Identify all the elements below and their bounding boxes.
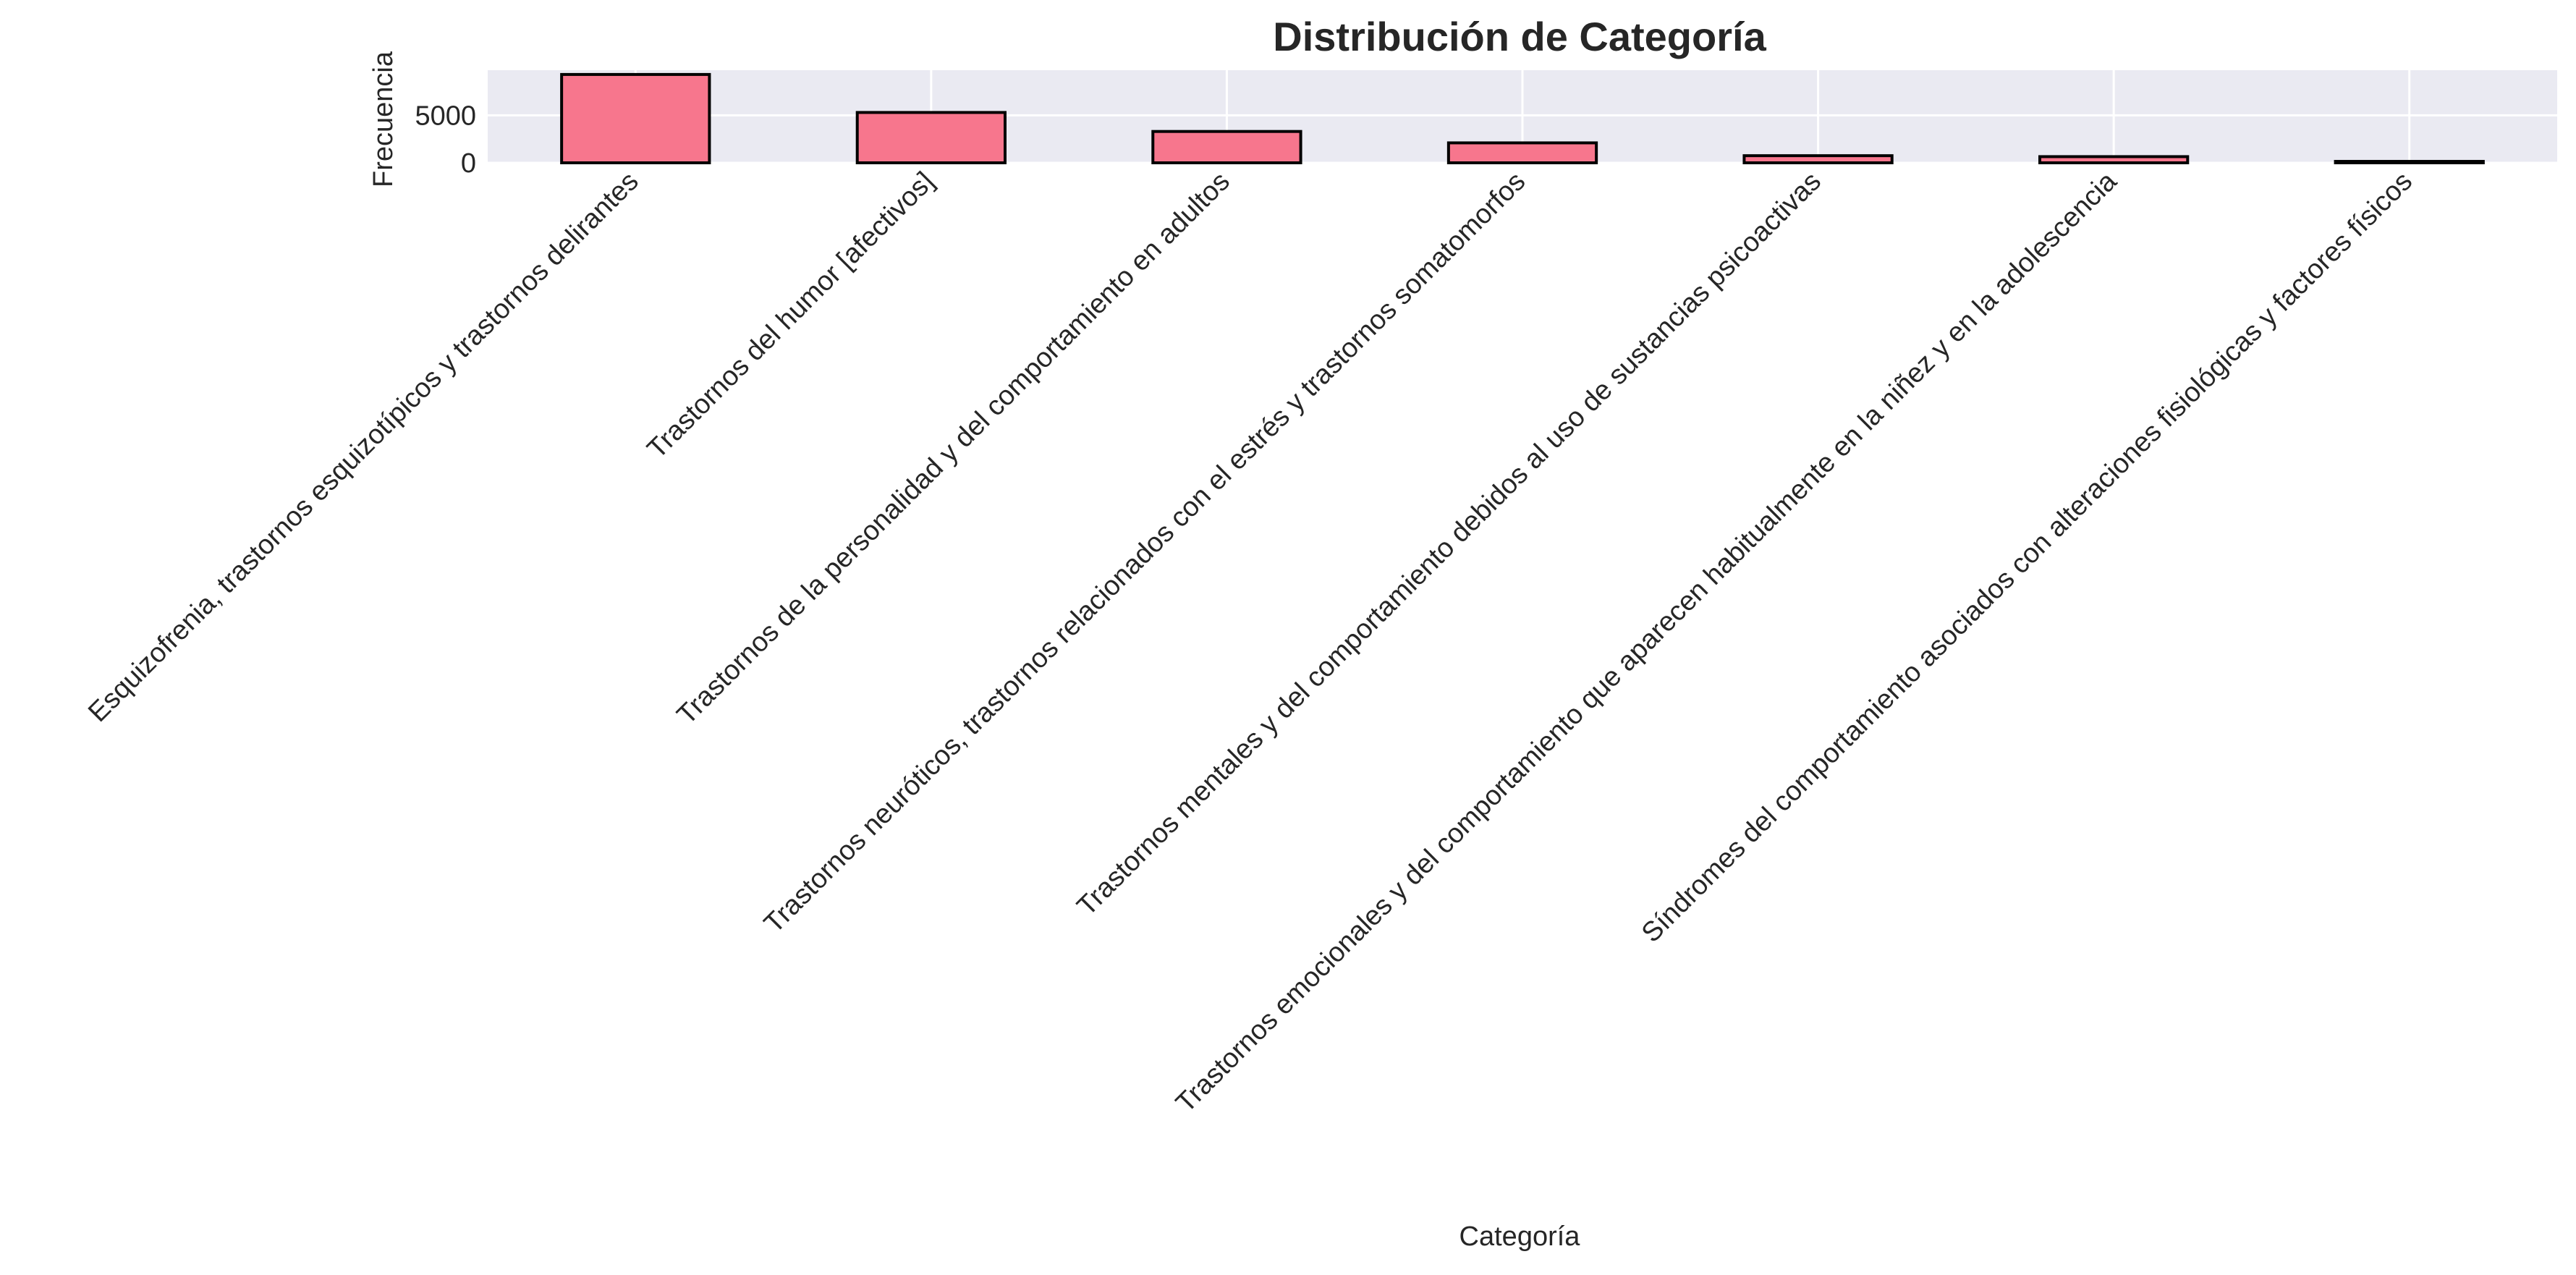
x-axis-ticks: Esquizofrenia, trastornos esquizotípicos… xyxy=(82,166,2418,1119)
bar xyxy=(2334,160,2485,164)
x-tick-label: Trastornos de la personalidad y del comp… xyxy=(671,166,1236,731)
bar xyxy=(1742,154,1894,164)
bars xyxy=(560,72,2485,165)
y-axis-ticks: 0 5000 xyxy=(415,101,476,179)
bar xyxy=(560,72,711,164)
x-tick-label: Trastornos emocionales y del comportamie… xyxy=(1170,166,2123,1119)
bar xyxy=(855,111,1007,165)
x-tick-label: Síndromes del comportamiento asociados c… xyxy=(1636,166,2418,949)
x-tick-label: Trastornos neuróticos, trastornos relaci… xyxy=(758,166,1531,939)
bar xyxy=(2038,155,2190,164)
y-tick-label: 5000 xyxy=(415,101,476,131)
y-axis-label: Frecuencia xyxy=(368,51,399,187)
x-tick-label: Trastornos del humor [afectivos] xyxy=(642,166,941,465)
x-axis-label: Categoría xyxy=(1459,1221,1581,1252)
bar xyxy=(1446,141,1598,165)
bar xyxy=(1151,130,1302,165)
x-tick-label: Trastornos mentales y del comportamiento… xyxy=(1072,166,1827,922)
chart-title: Distribución de Categoría xyxy=(1273,14,1766,59)
x-tick-label: Esquizofrenia, trastornos esquizotípicos… xyxy=(82,166,644,728)
y-tick-label: 0 xyxy=(461,148,476,179)
